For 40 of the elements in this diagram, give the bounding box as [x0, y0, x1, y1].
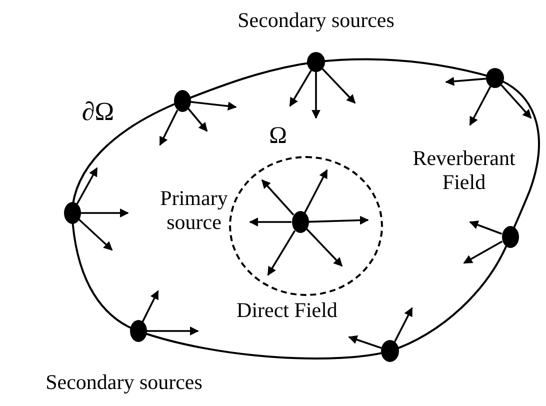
arrow: [142, 290, 159, 322]
arrow: [469, 220, 502, 235]
arrow: [261, 179, 294, 216]
arrow: [289, 70, 312, 107]
group-label: Secondary sources: [236, 8, 396, 32]
source-dot: [502, 226, 518, 248]
arrow: [312, 72, 320, 119]
arrow: [463, 240, 503, 264]
source-dot: [486, 68, 504, 88]
arrow: [322, 68, 356, 104]
arrow: [267, 230, 296, 276]
arrow: [306, 228, 343, 267]
arrow: [80, 208, 129, 218]
boundary-symbol: ∂Ω: [80, 100, 116, 124]
domain-symbol: Ω: [268, 124, 288, 148]
source-dot: [130, 320, 146, 342]
arrow: [78, 218, 113, 251]
arrow: [348, 335, 382, 349]
arrow: [76, 167, 98, 205]
region-label: Reverberant Field: [412, 146, 516, 194]
arrow: [249, 218, 292, 226]
arrow: [159, 110, 178, 146]
group-label: Secondary sources: [44, 370, 204, 394]
arrow: [146, 326, 199, 336]
source-dot: [174, 90, 190, 112]
source-label: Primary source: [159, 186, 229, 234]
arrow: [308, 216, 369, 225]
arrow: [469, 86, 492, 126]
arrow: [304, 169, 328, 214]
arrow: [190, 101, 237, 111]
arrow: [394, 307, 413, 342]
source-dot: [381, 340, 399, 362]
arrow: [500, 84, 532, 119]
region-label: Direct Field: [236, 298, 338, 322]
arrow: [188, 108, 208, 132]
source-dot: [64, 202, 80, 224]
source-dot: [307, 52, 325, 72]
source-dot: [292, 211, 308, 233]
dashed-region: [229, 156, 383, 296]
arrow: [445, 76, 486, 86]
